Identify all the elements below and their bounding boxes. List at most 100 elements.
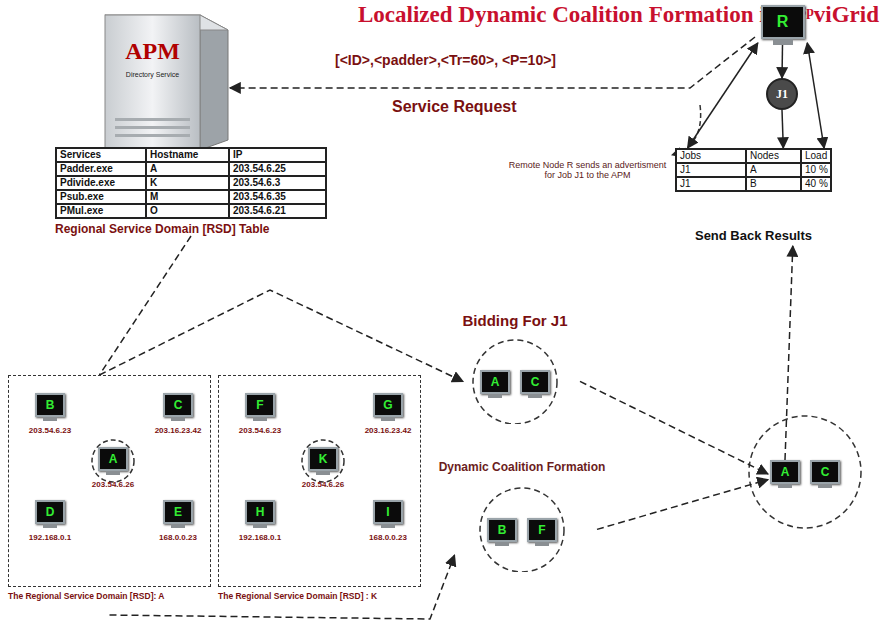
ip-address: 203.54.6.23 — [29, 426, 71, 435]
computer-screen: R — [761, 5, 805, 39]
computer-screen: C — [163, 393, 193, 417]
table-cell: 10 % — [801, 163, 831, 177]
server-label: APMDirectory Service — [105, 12, 200, 78]
data-table: ServicesHostnameIPPadder.exeA203.54.6.25… — [55, 147, 327, 219]
connector — [782, 110, 783, 148]
computer-stand — [495, 542, 509, 546]
node-group: Bidding For J1 AC — [450, 312, 580, 424]
region-heading: The Regional Service Domain [RSD]: A — [8, 591, 165, 601]
computer-screen: B — [487, 518, 517, 542]
ip-address: 203.16.23.42 — [365, 426, 412, 435]
table-cell: J1 — [676, 177, 746, 191]
node-pc: H192.168.0.1 — [230, 500, 290, 542]
group-heading: Dynamic Coalition Formation — [437, 460, 608, 474]
node-table: ServicesHostnameIPPadder.exeA203.54.6.25… — [55, 147, 327, 236]
table-cell: 203.54.6.35 — [229, 190, 326, 204]
computer-stand — [316, 471, 330, 475]
server-front — [105, 15, 200, 150]
connector — [110, 555, 455, 619]
node-pc: C — [518, 370, 552, 398]
table-cell: A — [146, 162, 229, 176]
computer-screen: A — [98, 447, 128, 471]
table-cell: K — [146, 176, 229, 190]
computer-stand — [381, 417, 395, 421]
group-circle — [480, 488, 564, 572]
computer-stand — [106, 471, 120, 475]
table-cell: O — [146, 204, 229, 218]
region-heading: The Regional Service Domain [RSD] : K — [218, 591, 377, 601]
ip-address: 168.0.0.23 — [369, 533, 407, 542]
ip-address: 192.168.0.1 — [239, 533, 281, 542]
table-cell: Pdivide.exe — [56, 176, 146, 190]
table-cell: Jobs — [676, 149, 746, 163]
connector — [785, 246, 793, 460]
computer-screen: I — [373, 500, 403, 524]
computer-screen: A — [770, 460, 800, 484]
result-label: Send Back Results — [675, 228, 832, 246]
node-group: Dynamic Coalition FormationBF — [447, 460, 597, 572]
table-cell: 203.54.6.25 — [229, 162, 326, 176]
computer-stand — [535, 542, 549, 546]
node-region: The Regional Service Domain [RSD] : KF20… — [218, 375, 421, 615]
computer-stand — [171, 524, 185, 528]
computer-stand — [381, 524, 395, 528]
coalition-circle — [749, 416, 861, 528]
ip-address: 203.54.6.23 — [239, 426, 281, 435]
table-caption: Regional Service Domain [RSD] Table — [55, 222, 327, 236]
table-cell: IP — [229, 148, 326, 162]
node-pc: I 168.0.0.23 — [358, 500, 418, 542]
ip-address: 203.54.6.26 — [302, 480, 344, 489]
server-side — [200, 15, 228, 150]
computer-screen: D — [35, 500, 65, 524]
computer-screen: F — [527, 518, 557, 542]
computer-stand — [253, 524, 267, 528]
highlight-ring — [302, 440, 344, 482]
server-subtitle: Directory Service — [105, 71, 200, 78]
node-pc: C 203.16.23.42 — [148, 393, 208, 435]
node-pc: D 192.168.0.1 — [20, 500, 80, 542]
computer-stand — [43, 524, 57, 528]
computer-screen: B — [35, 393, 65, 417]
data-table: JobsNodesLoadJ1A10 %J1B40 % — [675, 148, 832, 192]
connector — [688, 43, 758, 148]
computer-screen: G — [373, 393, 403, 417]
note-label: Remote Node R sends an advertisment for … — [505, 160, 670, 180]
connector — [597, 480, 768, 530]
table-cell: 203.54.6.21 — [229, 204, 326, 218]
computer-stand — [773, 39, 793, 45]
connector — [99, 236, 191, 375]
server-slot — [115, 134, 190, 137]
table-cell: Padder.exe — [56, 162, 146, 176]
node-pc: B — [485, 518, 519, 546]
node-pc: K 203.54.6.26 — [293, 447, 353, 489]
connector — [99, 290, 463, 381]
edge-label: [<ID>,<padder>,<Tr=60>, <P=10>] — [335, 52, 556, 68]
group-heading: Bidding For J1 — [450, 312, 580, 329]
table-cell: Services — [56, 148, 146, 162]
ip-address: 203.16.23.42 — [155, 426, 202, 435]
node-pc: R — [755, 5, 810, 45]
connector — [230, 37, 755, 88]
table-cell: B — [746, 177, 801, 191]
table-cell: Nodes — [746, 149, 801, 163]
node-pc: C — [808, 460, 842, 488]
table-cell: A — [746, 163, 801, 177]
server-slot — [115, 126, 190, 129]
node-server: APMDirectory Service — [105, 12, 230, 150]
ip-address: 203.54.6.26 — [92, 480, 134, 489]
computer-stand — [43, 417, 57, 421]
computer-screen: E — [163, 500, 193, 524]
group-circle-layer — [447, 460, 597, 572]
node-pc: A — [478, 370, 512, 398]
ip-address: 192.168.0.1 — [29, 533, 71, 542]
connector — [781, 45, 783, 78]
computer-stand — [171, 417, 185, 421]
note-label: Service Request — [392, 98, 517, 116]
computer-screen: K — [308, 447, 338, 471]
computer-screen: C — [810, 460, 840, 484]
node-pc: B 203.54.6.23 — [20, 393, 80, 435]
highlight-ring — [92, 440, 134, 482]
table-cell: M — [146, 190, 229, 204]
